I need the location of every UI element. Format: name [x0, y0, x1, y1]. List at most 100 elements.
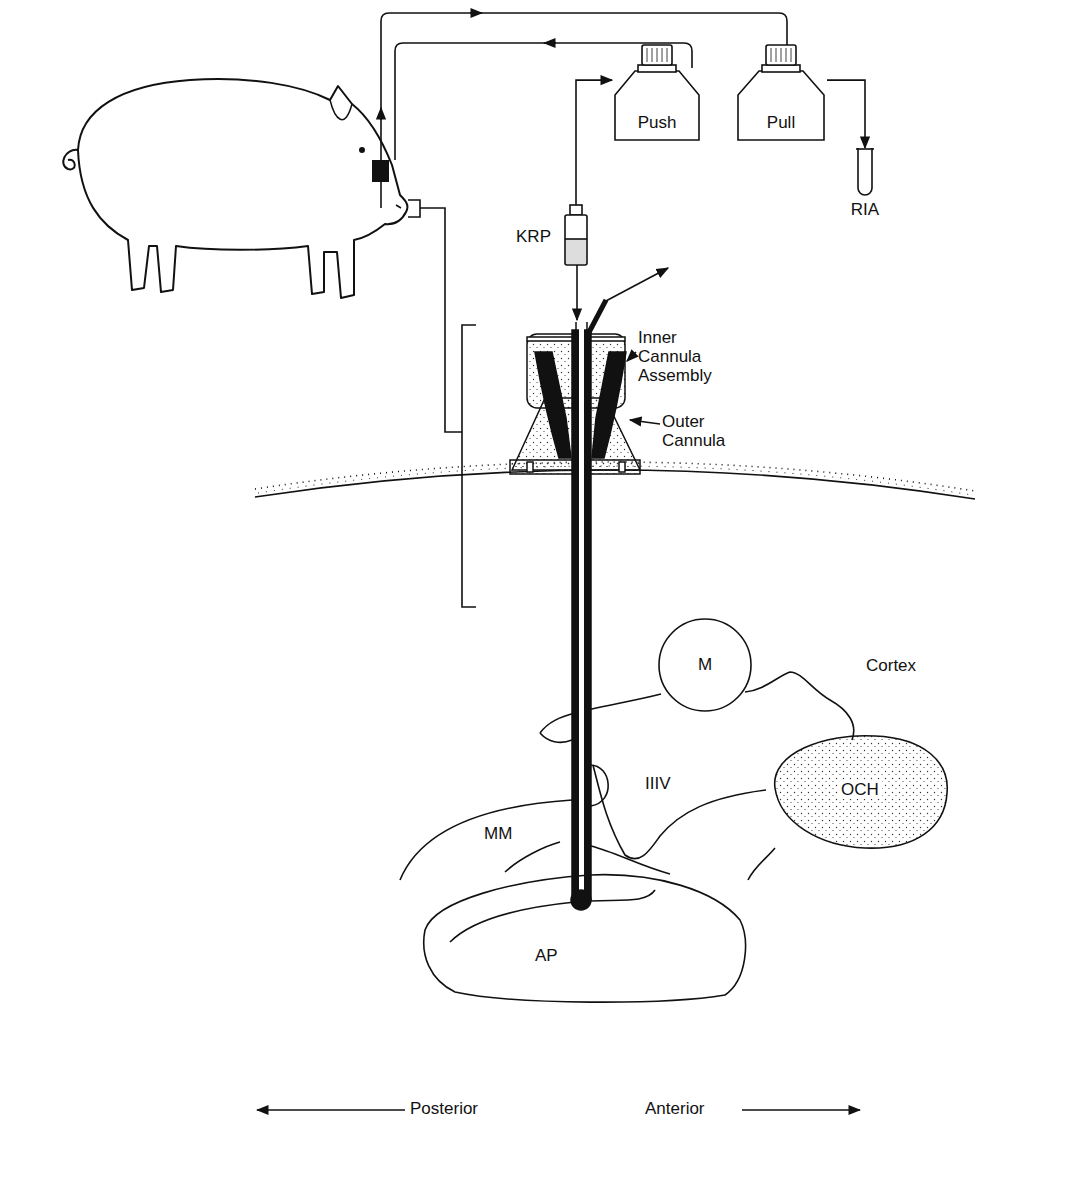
line-art: [576, 265, 578, 320]
line-art: [791, 48, 792, 62]
node-label: M: [698, 655, 712, 674]
line-art: [662, 48, 663, 62]
line-art: [565, 238, 587, 240]
line-art: [579, 322, 584, 896]
pituitary: AP: [415, 860, 750, 1008]
line-art: [786, 48, 787, 62]
line-art: [627, 352, 636, 361]
line-art: [450, 890, 655, 942]
line-art: [592, 352, 626, 458]
line-art: [738, 45, 824, 140]
node-label: Pull: [767, 113, 795, 132]
brain-outline: [400, 672, 854, 880]
line-art: [615, 45, 699, 140]
node-label: KRP: [516, 227, 551, 246]
line-art: [570, 205, 582, 215]
brain-region-outline: [658, 618, 752, 712]
node-label: RIA: [851, 200, 879, 219]
line-art: [659, 619, 751, 711]
line-art: [395, 43, 692, 160]
line-art: [657, 48, 658, 62]
line-art: [742, 1109, 860, 1111]
part-label: Cortex: [866, 656, 916, 675]
line-art: [408, 200, 420, 217]
line-art: [571, 890, 591, 910]
brain-region: M: [658, 618, 752, 712]
optic-chiasm-outline: [765, 728, 955, 853]
line-art: [565, 215, 587, 265]
tube-connector: [576, 80, 612, 205]
line-art: [591, 846, 670, 874]
node-label: AP: [535, 946, 558, 965]
krp-bottle-outline: [563, 205, 589, 265]
line-art: [858, 148, 872, 195]
optic-chiasm: OCH: [765, 728, 955, 853]
node-label: Push: [638, 113, 677, 132]
line-art: [766, 45, 796, 65]
line-art: [642, 45, 672, 65]
line-art: [257, 1109, 405, 1111]
krp-bottle: KRP: [563, 205, 589, 265]
line-art: [540, 694, 661, 733]
line-art: [330, 100, 352, 120]
line-art: [540, 733, 572, 742]
line-art: [630, 420, 660, 424]
line-art: [576, 322, 587, 334]
line-art: [381, 13, 787, 160]
line-art: [667, 48, 668, 62]
line-art: [380, 182, 382, 208]
line-art: [771, 48, 772, 62]
line-art: [745, 672, 854, 740]
tubing: [257, 13, 860, 1110]
line-art: [360, 148, 364, 152]
tube-connector: [827, 80, 865, 148]
node-label: OCH: [838, 780, 882, 799]
line-art: [78, 79, 407, 298]
line-art: [470, 12, 482, 14]
sample-tube-outline: [856, 148, 874, 196]
pump-bottle-outline: [735, 45, 827, 140]
line-art: [776, 48, 777, 62]
line-art: [775, 736, 948, 848]
line-art: [615, 71, 699, 140]
line-art: [396, 205, 401, 208]
line-art: [738, 71, 824, 140]
line-art: [424, 875, 746, 1002]
pig-drawing: [63, 79, 407, 298]
line-art: [505, 842, 560, 872]
line-art: [544, 42, 556, 44]
pump-bottle-outline: [612, 45, 702, 140]
line-art: [420, 208, 462, 432]
electrode-box: [372, 160, 389, 182]
line-art: [659, 619, 751, 711]
line-art: [527, 462, 533, 472]
cannula-assembly: [510, 300, 640, 910]
sample-tube: RIA: [856, 148, 874, 196]
line-art: [652, 48, 653, 62]
line-art: [638, 65, 676, 72]
line-art: [424, 875, 746, 1002]
line-art: [535, 352, 571, 458]
line-art: [856, 148, 874, 195]
line-art: [566, 239, 586, 264]
pump-bottle: Push: [612, 45, 702, 140]
line-art: [748, 848, 775, 880]
line-art: [590, 765, 608, 806]
part-label: MM: [484, 824, 512, 843]
line-art: [586, 300, 606, 338]
line-art: [781, 48, 782, 62]
part-label: Posterior: [410, 1099, 478, 1118]
part-label: IIIV: [645, 774, 671, 793]
line-art: [565, 205, 587, 265]
part-label: Outer Cannula: [662, 412, 738, 450]
line-art: [63, 150, 78, 170]
pump-bottle: Pull: [735, 45, 827, 140]
line-art: [762, 65, 800, 72]
line-art: [647, 48, 648, 62]
line-art: [604, 268, 668, 302]
line-art: [775, 736, 948, 848]
